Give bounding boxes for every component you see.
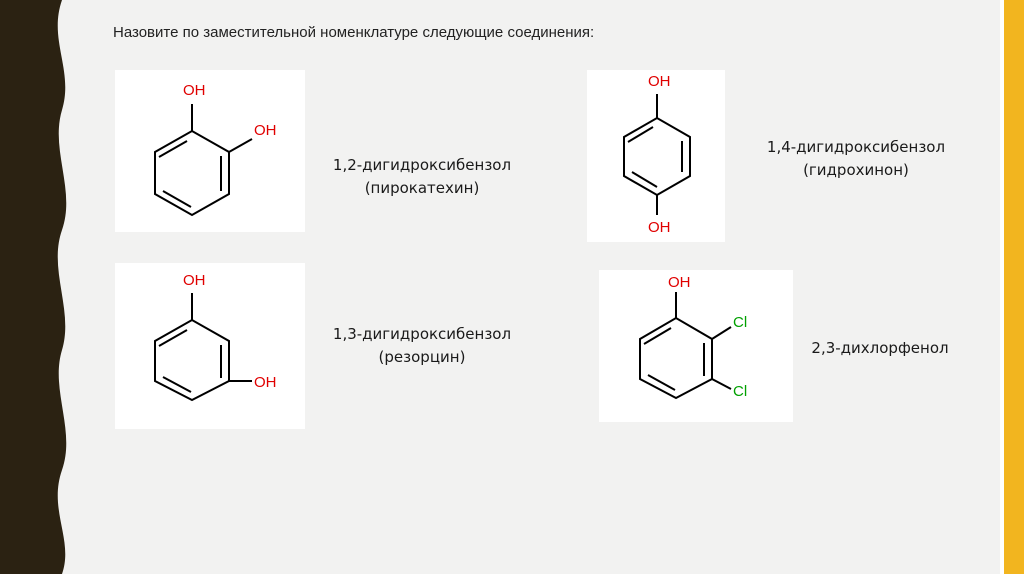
chlorine-label: Cl <box>733 314 747 331</box>
structure-hydroquinone: OH OH <box>587 70 725 242</box>
common-name: (пирокатехин) <box>364 179 480 197</box>
decorative-wavy-border <box>0 0 67 574</box>
systematic-name: 2,3-дихлорфенол <box>811 339 949 357</box>
hydroxyl-label: OH <box>668 274 691 291</box>
hydroxyl-label: OH <box>254 374 277 391</box>
systematic-name: 1,3-дигидроксибензол <box>332 325 512 343</box>
accent-stripe <box>1000 0 1024 574</box>
hydroxyl-label: OH <box>183 272 206 289</box>
structure-resorcinol: OH OH <box>115 263 305 429</box>
compound-name-hydroquinone: 1,4-дигидроксибензол (гидрохинон) <box>756 136 956 182</box>
systematic-name: 1,4-дигидроксибензол <box>766 138 946 156</box>
structure-catechol: OH OH <box>115 70 305 232</box>
hydroxyl-label: OH <box>648 219 671 236</box>
hydroxyl-label: OH <box>254 122 277 139</box>
hydroxyl-label: OH <box>183 82 206 99</box>
common-name: (гидрохинон) <box>803 161 909 179</box>
compound-name-dichlorophenol: 2,3-дихлорфенол <box>780 337 980 360</box>
hydroxyl-label: OH <box>648 73 671 90</box>
systematic-name: 1,2-дигидроксибензол <box>332 156 512 174</box>
common-name: (резорцин) <box>378 348 466 366</box>
compound-name-resorcinol: 1,3-дигидроксибензол (резорцин) <box>322 323 522 369</box>
chlorine-label: Cl <box>733 383 747 400</box>
structure-dichlorophenol: OH Cl Cl <box>599 270 793 422</box>
slide-heading: Назовите по заместительной номенклатуре … <box>113 24 595 41</box>
compound-name-catechol: 1,2-дигидроксибензол (пирокатехин) <box>322 154 522 200</box>
